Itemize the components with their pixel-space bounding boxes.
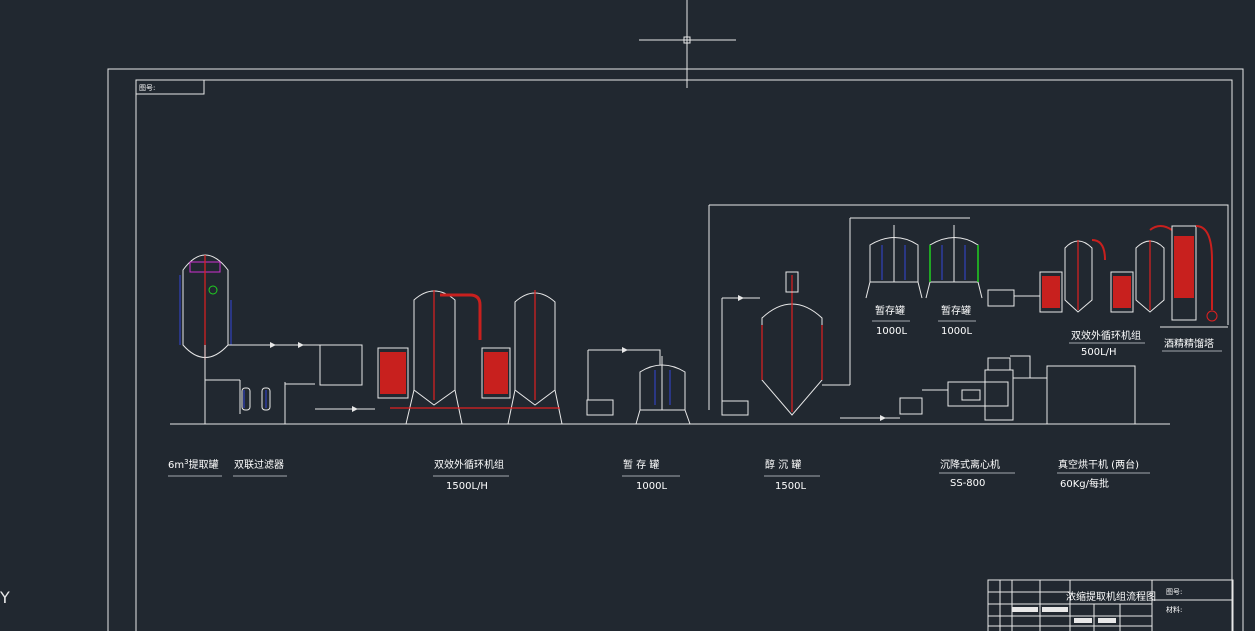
label-double-effect-upper: 双效外循环机组 — [1071, 329, 1141, 342]
title-block: 浓缩提取机组流程图 图号: 材料: — [987, 579, 1234, 631]
spec-storage-tank-lower: 1000L — [636, 481, 667, 492]
spec-double-effect-lower: 1500L/H — [446, 481, 488, 492]
title-block-material: 材料: — [1166, 605, 1182, 614]
label-storage-tank-lower: 暂 存 罐 — [623, 458, 659, 471]
double-effect-lower — [377, 290, 563, 425]
label-centrifuge: 沉降式离心机 — [940, 458, 1000, 471]
title-block-drawing-no: 图号: — [1166, 588, 1182, 596]
outer-frame — [107, 68, 1244, 631]
centrifuge — [840, 381, 1009, 421]
label-storage-tank-upper-2: 暂存罐 — [941, 304, 971, 317]
title-block-title: 浓缩提取机组流程图 — [1066, 590, 1156, 603]
inner-frame — [135, 79, 1233, 631]
spec-vacuum-dryer: 60Kg/每批 — [1060, 477, 1109, 490]
alcohol-precip-tank — [761, 217, 970, 416]
transfer-tank-1 — [315, 344, 375, 412]
label-vacuum-dryer: 真空烘干机 (两台) — [1058, 458, 1139, 471]
double-effect-upper — [1039, 225, 1173, 313]
spec-double-effect-upper: 500L/H — [1081, 347, 1117, 358]
model-centrifuge: SS-800 — [950, 478, 985, 489]
label-alcohol-recovery: 酒精精馏塔 — [1164, 337, 1214, 350]
stamp-box — [135, 79, 205, 95]
crosshair-cursor — [639, 0, 736, 88]
storage-tanks-upper — [860, 217, 1040, 307]
vacuum-dryer — [984, 355, 1136, 425]
label-extraction-tank: 6m3提取罐 — [168, 458, 219, 471]
extraction-tank — [179, 254, 320, 424]
label-double-effect-lower: 双效外循环机组 — [434, 458, 504, 471]
label-storage-tank-upper-1: 暂存罐 — [875, 304, 905, 317]
label-twin-filter: 双联过滤器 — [234, 458, 284, 471]
pump-2 — [721, 400, 749, 416]
alcohol-recovery-column — [1160, 225, 1228, 328]
spec-storage-tank-upper-1: 1000L — [876, 326, 907, 337]
storage-tank-lower — [635, 356, 691, 425]
axis-y-label: Y — [0, 588, 10, 607]
spec-alcohol-precip-tank: 1500L — [775, 481, 806, 492]
label-alcohol-precip-tank: 醇 沉 罐 — [765, 458, 801, 471]
pump-1 — [586, 399, 614, 416]
spec-storage-tank-upper-2: 1000L — [941, 326, 972, 337]
twin-filter — [239, 380, 315, 424]
stamp-label: 图号: — [139, 84, 155, 92]
